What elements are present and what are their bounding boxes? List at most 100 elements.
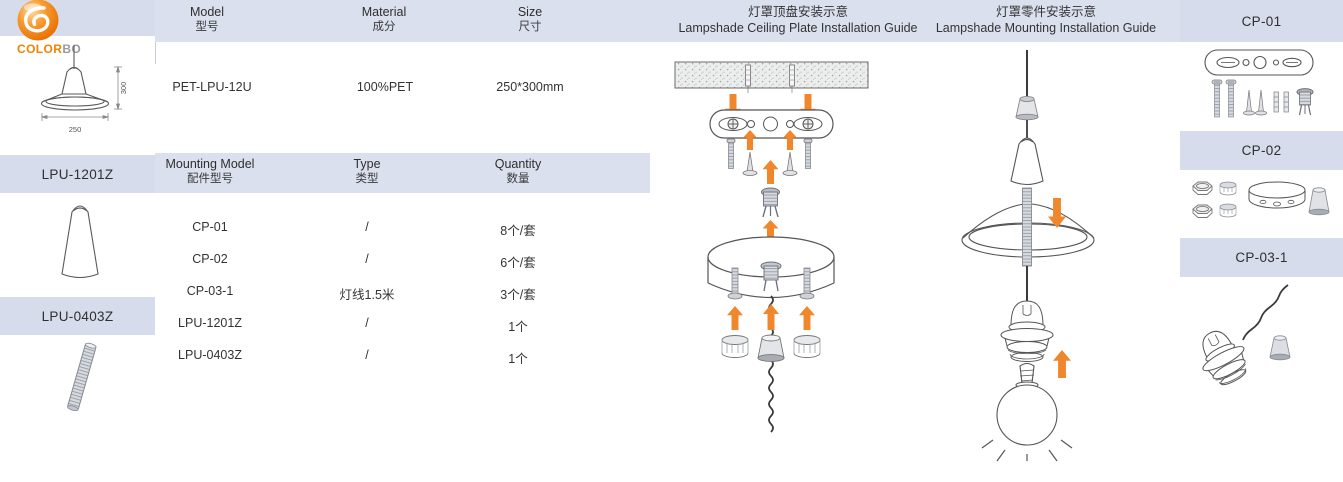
mounting-qty-1: 6个/套 [500, 256, 536, 270]
wall-anchor [1283, 91, 1289, 113]
band-mounting-header: Mounting Model 配件型号 Type 类型 Quantity 数量 [155, 153, 650, 193]
logo-text-bo: BO [62, 42, 82, 56]
cone-grip [1015, 95, 1039, 121]
ceiling-plate-diagram [674, 61, 869, 433]
table-row: LPU-0403Z / 1个 [155, 339, 650, 371]
table-row: CP-02 / 6个/套 [155, 243, 650, 275]
arrow-up-icon [1053, 350, 1071, 378]
spec-header-size: Size 尺寸 [518, 5, 542, 35]
mounting-header-qty: Quantity 数量 [495, 157, 542, 187]
spec-header-material-en: Material [361, 5, 407, 19]
mounting-qty-3: 1个 [508, 320, 528, 334]
guide2-title-zh: 灯罩零件安装示意 [995, 5, 1096, 19]
screws-and-anchors [1211, 79, 1314, 118]
colorbo-logo-icon [17, 0, 59, 41]
spec-header-model-zh: 型号 [195, 21, 219, 33]
spec-size-value: 250*300mm [496, 80, 564, 94]
band-cp02: CP-02 [1180, 131, 1343, 170]
canopy-bolts [727, 267, 815, 300]
band-lpu-0403z: LPU-0403Z [0, 297, 155, 335]
mounting-model-2: CP-03-1 [186, 284, 234, 298]
machine-screws [726, 138, 813, 169]
spec-header-material-zh: 成分 [372, 21, 396, 33]
dimension-lines [40, 65, 122, 121]
arrow-up-icon [727, 306, 743, 330]
mounting-type-1: / [365, 252, 369, 266]
mounting-table-body: CP-01 / 8个/套 CP-02 / 6个/套 CP-03-1 灯线1.5米… [155, 211, 650, 371]
band-cp03-1: CP-03-1 [1180, 238, 1343, 277]
cord-grip-connector [761, 187, 780, 218]
mounting-header-type: Type 类型 [353, 157, 380, 187]
spec-model-value: PET-LPU-12U [172, 80, 252, 94]
cone-grip [757, 334, 785, 362]
hex-nut [1192, 181, 1213, 195]
cp01-parts-drawing [1204, 49, 1314, 118]
arrow-up-icon [762, 160, 779, 184]
band-guide-titles: 灯罩顶盘安装示意 Lampshade Ceiling Plate Install… [650, 0, 1180, 42]
mounting-model-0: CP-01 [192, 220, 228, 234]
spec-header-model-en: Model [189, 5, 225, 19]
threaded-rod [1022, 187, 1032, 267]
lpu-0403z-rod-drawing [67, 342, 97, 411]
table-row: LPU-1201Z / 1个 [155, 307, 650, 339]
small-screw [1255, 89, 1267, 116]
cord-grip-connector [1296, 88, 1314, 116]
band-spec-header: Model 型号 Material 成分 Size 尺寸 [155, 0, 650, 42]
small-screw [1243, 89, 1255, 116]
guide1-title: 灯罩顶盘安装示意 Lampshade Ceiling Plate Install… [658, 4, 938, 36]
knurled-ring [1219, 181, 1237, 196]
cp03-1-parts-drawing [1202, 284, 1291, 386]
hex-nut [1192, 204, 1213, 218]
plate-part [1204, 49, 1314, 76]
guide2-title-en: Lampshade Mounting Installation Guide [935, 21, 1157, 35]
mounting-header-qty-zh: 数量 [506, 173, 530, 185]
band-lpu-1201z: LPU-1201Z [0, 155, 155, 193]
lamp-outline [40, 45, 110, 111]
colorbo-wordmark: COLORBO [17, 40, 137, 58]
wall-anchor [1273, 91, 1279, 113]
cp01-label: CP-01 [1241, 13, 1282, 29]
band-cp01: CP-01 [1180, 0, 1343, 42]
cone-grip [1269, 335, 1291, 361]
mounting-type-0: / [365, 220, 369, 234]
cp02-label: CP-02 [1241, 143, 1282, 158]
logo-text-color: COLOR [17, 42, 63, 56]
canopy-part [1248, 181, 1306, 209]
lampshade-mounting-diagram [961, 50, 1095, 462]
mounting-type-3: / [365, 316, 369, 330]
mounting-qty-0: 8个/套 [500, 224, 536, 238]
divider-line [155, 42, 156, 64]
mounting-header-type-zh: 类型 [355, 173, 379, 185]
mounting-qty-4: 1个 [508, 352, 528, 366]
lpu-1201z-cone-drawing [61, 205, 99, 279]
lpu-0403z-label: LPU-0403Z [41, 308, 114, 324]
mounting-model-3: LPU-1201Z [178, 316, 242, 330]
twisted-cord [1242, 284, 1289, 341]
tapered-screws [742, 151, 798, 176]
light-rays [981, 439, 1073, 462]
height-dim-label: 300 [119, 82, 128, 95]
mounting-header-model: Mounting Model 配件型号 [166, 157, 255, 187]
mounting-header-model-zh: 配件型号 [186, 173, 233, 185]
mounting-header-model-en: Mounting Model [165, 157, 255, 171]
mounting-model-4: LPU-0403Z [178, 348, 242, 362]
mounting-header-type-en: Type [353, 157, 381, 171]
mounting-type-2: 灯线1.5米 [339, 288, 395, 302]
arrow-up-icon [799, 306, 815, 330]
cp02-parts-drawing [1192, 181, 1330, 218]
threaded-rod [67, 342, 97, 411]
cp03-1-label: CP-03-1 [1235, 250, 1288, 265]
mounting-type-4: / [365, 348, 369, 362]
mounting-plate [709, 109, 834, 139]
light-bulb [996, 362, 1058, 446]
table-row: CP-03-1 灯线1.5米 3个/套 [155, 275, 650, 307]
long-screw [1211, 79, 1223, 118]
knurled-rings [721, 335, 821, 358]
canopy-center-grip [760, 261, 782, 292]
arrow-up-icon [763, 304, 779, 330]
guide1-title-en: Lampshade Ceiling Plate Installation Gui… [678, 21, 918, 35]
table-row: CP-01 / 8个/套 [155, 211, 650, 243]
guide1-title-zh: 灯罩顶盘安装示意 [747, 5, 848, 19]
cone-grip [1308, 187, 1330, 216]
